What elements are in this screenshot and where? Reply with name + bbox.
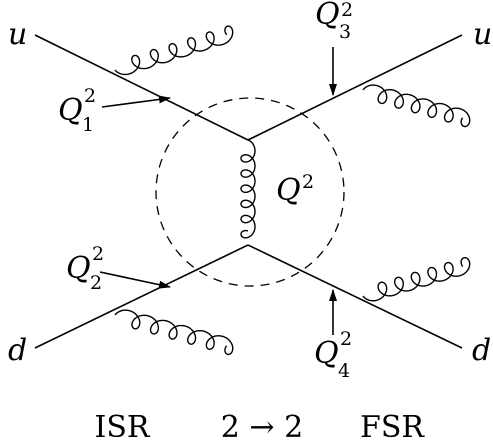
- caption-fsr: FSR: [360, 410, 425, 445]
- label-u-out: u: [473, 17, 492, 52]
- svg-text:2: 2: [341, 0, 353, 21]
- label-q2: Q 2 2: [66, 243, 104, 294]
- svg-text:2: 2: [340, 328, 352, 350]
- svg-text:1: 1: [82, 114, 94, 136]
- gluon-isr-bottom: [114, 309, 234, 356]
- quark-line-u-out: [247, 34, 463, 141]
- svg-text:Q: Q: [276, 173, 301, 208]
- svg-text:2: 2: [84, 85, 96, 107]
- gluon-exchange: [240, 139, 256, 239]
- arrow-q1: [101, 95, 171, 108]
- svg-text:4: 4: [338, 360, 350, 382]
- arrow-q2: [99, 271, 171, 289]
- svg-text:Q: Q: [315, 0, 340, 32]
- label-d-out: d: [472, 333, 491, 368]
- svg-text:3: 3: [339, 21, 351, 43]
- svg-text:2: 2: [92, 243, 104, 265]
- label-q1: Q 2 1: [58, 85, 96, 136]
- gluon-isr-top: [114, 25, 234, 76]
- label-u-in: u: [8, 17, 27, 52]
- label-q4: Q 2 4: [314, 328, 352, 382]
- svg-text:2: 2: [90, 272, 102, 294]
- svg-text:Q: Q: [314, 336, 339, 371]
- quark-line-d-in: [34, 244, 249, 349]
- gluon-fsr-bottom: [362, 256, 471, 302]
- label-d-in: d: [8, 333, 27, 368]
- svg-text:Q: Q: [58, 93, 83, 128]
- svg-text:Q: Q: [66, 251, 91, 286]
- quark-line-u-in: [34, 34, 249, 141]
- quark-line-d-out: [247, 244, 463, 349]
- svg-text:2: 2: [302, 171, 314, 193]
- label-hard-scale: Q 2: [276, 171, 314, 208]
- caption-hard: 2 → 2: [221, 410, 303, 445]
- hard-process-circle: [155, 97, 345, 287]
- gluon-fsr-top: [362, 84, 471, 128]
- label-q3: Q 2 3: [315, 0, 353, 43]
- caption-isr: ISR: [95, 410, 151, 445]
